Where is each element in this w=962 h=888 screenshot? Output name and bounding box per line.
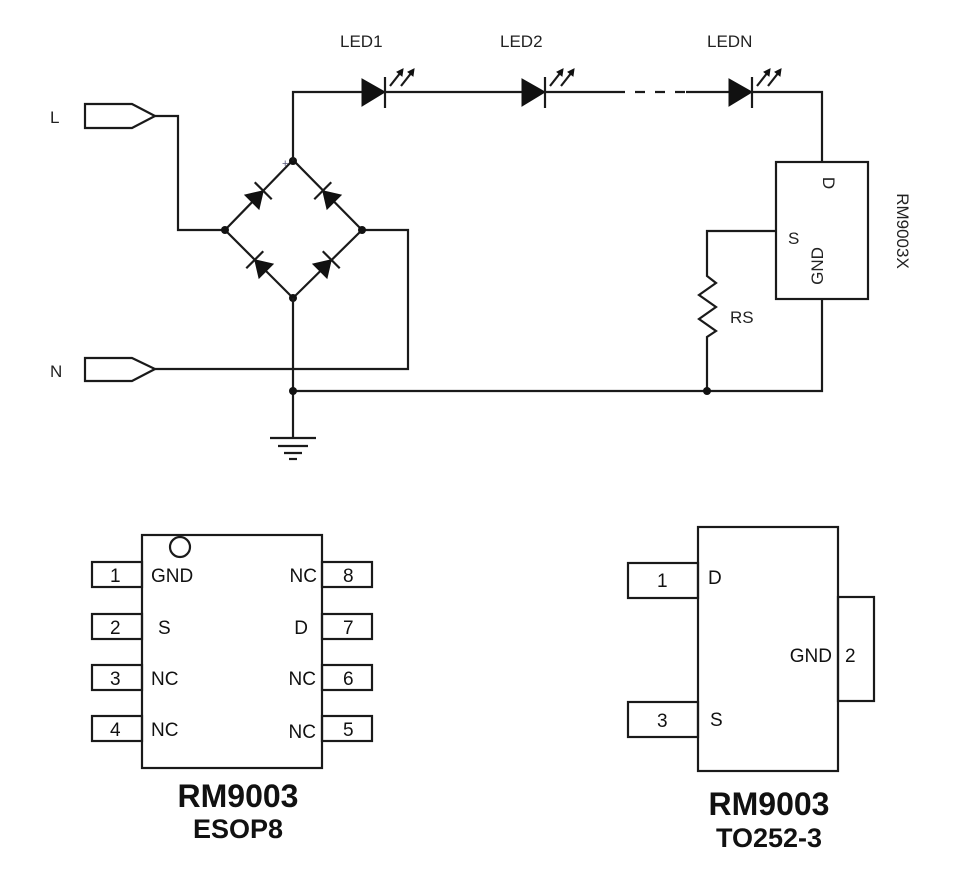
led-string: LED1 LED2 LEDN xyxy=(291,32,824,162)
esop8-pin-label-8: NC xyxy=(290,566,317,587)
to252-package-type: TO252-3 xyxy=(716,823,822,853)
esop8-pin-3 xyxy=(90,663,144,692)
esop8-pin-label-7: D xyxy=(294,618,308,639)
wire-n xyxy=(155,228,410,371)
input-label-l: L xyxy=(50,108,59,127)
node-ground xyxy=(289,387,297,395)
esop8-pin-8 xyxy=(320,560,374,589)
esop8-pin-label-3: NC xyxy=(151,669,178,690)
resistor-rs-icon xyxy=(697,229,776,391)
pin1-marker-icon xyxy=(168,535,192,559)
esop8-body xyxy=(140,533,324,770)
led-2: LED2 xyxy=(500,32,575,108)
to252-part-name: RM9003 xyxy=(709,786,830,822)
to252-pin-num-1: 1 xyxy=(657,571,668,592)
led-n: LEDN xyxy=(707,32,782,108)
esop8-pin-num-5: 5 xyxy=(343,720,354,741)
esop8-pin-num-1: 1 xyxy=(110,566,121,587)
led-n-label: LEDN xyxy=(707,32,752,51)
to252-pin-label-1: D xyxy=(708,568,722,589)
esop8-pin-num-3: 3 xyxy=(110,669,121,690)
to252-pin-label-3: S xyxy=(710,710,723,731)
esop8-part-name: RM9003 xyxy=(178,778,299,814)
package-esop8: 1 2 3 4 GND S NC NC 8 7 6 5 NC D NC NC R… xyxy=(90,533,374,844)
to252-pin-2-tab xyxy=(836,595,876,703)
node-rs-ground xyxy=(703,387,711,395)
esop8-pin-label-1: GND xyxy=(151,566,193,587)
bridge-diode-2 xyxy=(313,181,343,211)
esop8-pin-label-2: S xyxy=(158,618,171,639)
ic-pin-s-label: S xyxy=(788,229,799,248)
ic-part-name: RM9003X xyxy=(893,193,912,269)
esop8-pin-num-2: 2 xyxy=(110,618,121,639)
ic-pin-gnd-label: GND xyxy=(808,247,827,285)
esop8-pin-6 xyxy=(320,663,374,692)
ic-pin-d-label: D xyxy=(819,177,838,189)
package-to252: 1 3 D S 2 GND RM9003 TO252-3 xyxy=(626,525,876,853)
bridge-diode-1 xyxy=(243,181,273,211)
connector-n-shape xyxy=(83,356,158,383)
to252-pin-label-2: GND xyxy=(790,646,832,667)
esop8-package-type: ESOP8 xyxy=(193,814,283,844)
connector-l-shape xyxy=(83,102,158,130)
led-1: LED1 xyxy=(340,32,415,108)
sense-resistor: RS xyxy=(697,229,776,391)
esop8-pin-num-7: 7 xyxy=(343,618,354,639)
to252-pin-num-2: 2 xyxy=(845,646,856,667)
ground-icon xyxy=(270,436,316,461)
to252-pin-num-3: 3 xyxy=(657,711,668,732)
driver-ic: D S GND RM9003X xyxy=(774,160,912,301)
bridge-diode-4 xyxy=(311,250,341,280)
led-2-body-icon xyxy=(521,78,546,107)
input-connector-l: L xyxy=(50,102,225,232)
led-1-light-arrows-icon xyxy=(389,68,415,87)
input-connector-n: N xyxy=(50,228,410,383)
esop8-pin-num-6: 6 xyxy=(343,669,354,690)
node-bridge-left xyxy=(221,226,229,234)
to252-pin-1 xyxy=(626,561,700,600)
esop8-pin-num-4: 4 xyxy=(110,720,121,741)
led-1-label: LED1 xyxy=(340,32,383,51)
input-label-n: N xyxy=(50,362,62,381)
resistor-label: RS xyxy=(730,308,754,327)
led-2-label: LED2 xyxy=(500,32,543,51)
esop8-pin-2 xyxy=(90,612,144,641)
esop8-pin-4 xyxy=(90,714,144,743)
led-2-light-arrows-icon xyxy=(549,68,575,87)
esop8-pin-label-4: NC xyxy=(151,720,178,741)
esop8-pin-label-5: NC xyxy=(289,722,316,743)
led-n-light-arrows-icon xyxy=(756,68,782,87)
wire-ledn-to-drain xyxy=(753,90,824,162)
wire-bridge-to-led1 xyxy=(291,90,362,161)
wire-l xyxy=(155,114,225,232)
esop8-pin-5 xyxy=(320,714,374,743)
esop8-pin-num-8: 8 xyxy=(343,566,354,587)
bridge-rectifier: + xyxy=(221,157,366,302)
to252-pin-3 xyxy=(626,700,700,739)
esop8-pin-1 xyxy=(90,560,144,589)
wire-gnd-rail xyxy=(293,299,824,393)
esop8-pin-label-6: NC xyxy=(289,669,316,690)
esop8-pin-7 xyxy=(320,612,374,641)
led-n-body-icon xyxy=(728,78,753,107)
led-1-body-icon xyxy=(361,78,386,107)
bridge-outline xyxy=(223,158,364,300)
node-bridge-right xyxy=(358,226,366,234)
bridge-plus-mark: + xyxy=(282,158,288,170)
bridge-diode-3 xyxy=(245,250,275,280)
